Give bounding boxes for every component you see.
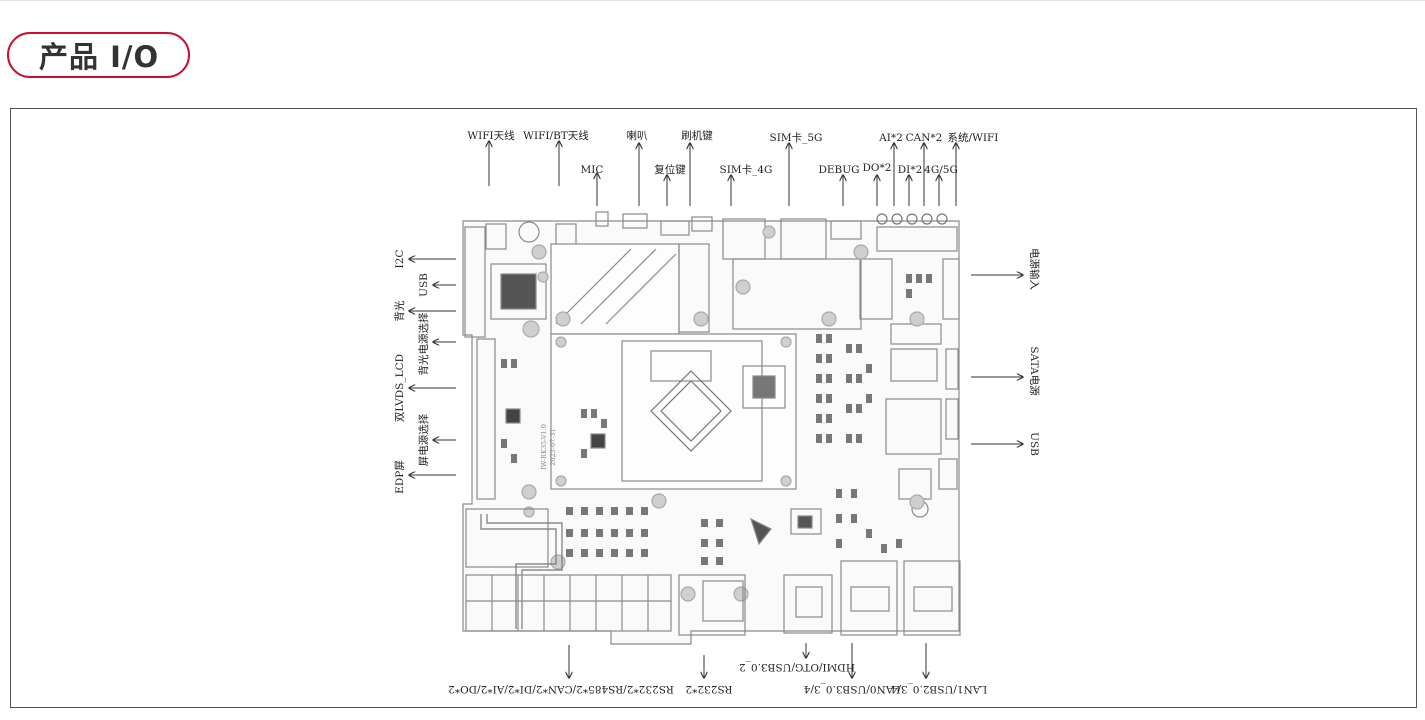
label-hdmi-otg: HDMI/OTG/USB3.0_2: [739, 661, 855, 673]
callout-labels: WIFI天线 WIFI/BT天线 MIC 喇叭 复位键 刷机键 SIM卡_4G …: [393, 129, 1041, 695]
label-ai2: AI*2: [878, 132, 903, 144]
label-backlight-power-select: 背光电源选择: [417, 312, 430, 375]
label-mic: MIC: [581, 164, 604, 176]
label-wifi-antenna: WIFI天线: [467, 129, 515, 142]
pcb-board: [462, 211, 961, 645]
label-wifi-bt-antenna: WIFI/BT天线: [523, 129, 589, 142]
label-lan1: LAN1/USB2.0_3/4: [890, 683, 987, 695]
label-can2: CAN*2: [906, 132, 943, 144]
label-screen-power-select: 屏电源选择: [417, 413, 430, 466]
diagram-frame: IW-RK35-V1.0 2023-07-31: [10, 108, 1417, 708]
label-lan0: LAN0/USB3.0_3/4: [803, 683, 900, 695]
page-title: 产品 I/O: [39, 40, 160, 74]
label-do2: DO*2: [863, 162, 892, 174]
label-flash-key: 刷机键: [681, 129, 713, 142]
label-edp-screen: EDP屏: [394, 460, 406, 494]
label-4g-5g: 4G/5G: [924, 164, 958, 176]
label-di2: DI*2: [898, 164, 923, 176]
label-sim-5g: SIM卡_5G: [770, 131, 823, 144]
label-debug: DEBUG: [818, 164, 859, 176]
label-backlight: 背光: [393, 300, 406, 321]
label-serial-bus: RS232*2/RS485*2/CAN*2/DI*2/AI*2/DO*2: [448, 683, 674, 695]
label-usb-right: USB: [1028, 432, 1040, 456]
label-sys-wifi: 系统/WIFI: [948, 131, 999, 144]
label-reset-key: 复位键: [654, 163, 686, 176]
label-power-input: 电源输入: [1028, 248, 1041, 290]
board-serial-line1: IW-RK35-V1.0: [540, 424, 548, 470]
io-diagram: IW-RK35-V1.0 2023-07-31: [393, 129, 1041, 695]
label-usb-left: USB: [418, 273, 430, 297]
callout-arrows: [409, 141, 1023, 678]
top-divider: [0, 0, 1425, 1]
board-serial-line2: 2023-07-31: [549, 428, 557, 465]
label-speaker: 喇叭: [627, 130, 648, 142]
label-i2c: I2C: [394, 250, 406, 269]
label-dual-lvds-lcd: 双LVDS_LCD: [394, 354, 406, 422]
label-sim-4g: SIM卡_4G: [720, 163, 773, 176]
section-title-pill: 产品 I/O: [7, 32, 190, 78]
label-rs232: RS232*2: [685, 683, 732, 695]
label-sata-power: SATA电源: [1028, 346, 1041, 396]
